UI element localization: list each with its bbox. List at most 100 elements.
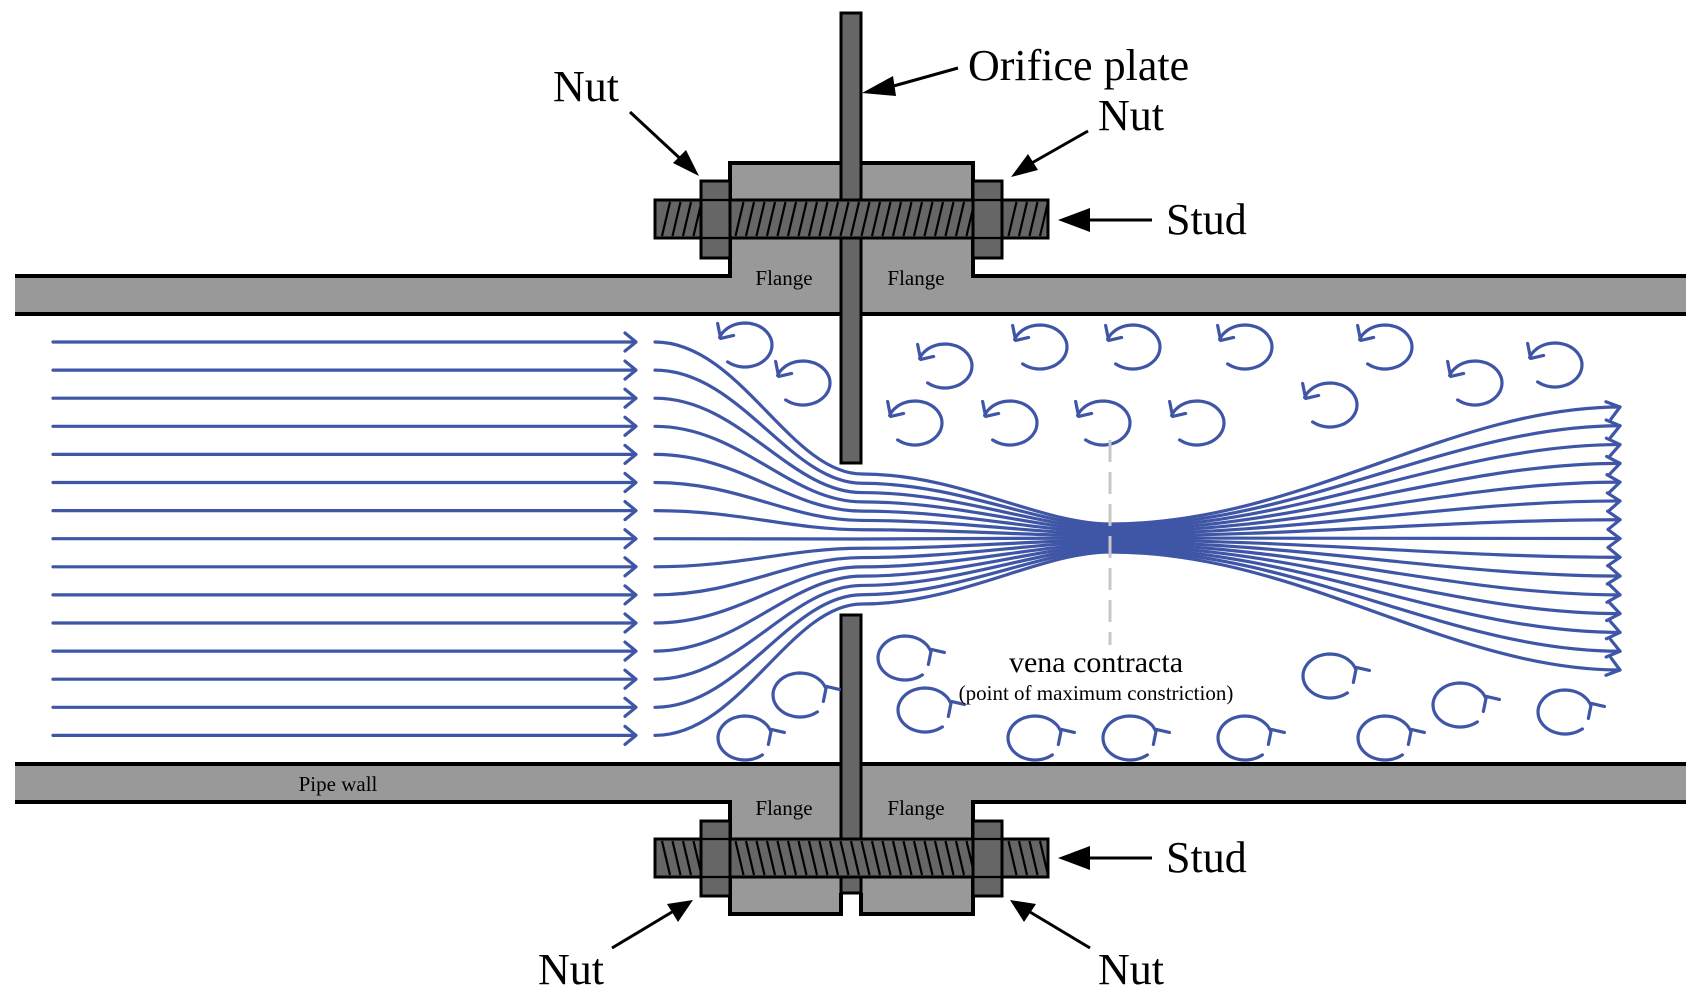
flange-label-top-left: Flange bbox=[755, 266, 812, 290]
thread-line bbox=[849, 840, 861, 876]
streamline-arrowhead bbox=[623, 359, 638, 381]
thread-line bbox=[786, 201, 798, 237]
downstream-streamline bbox=[653, 550, 1622, 737]
streamline-arrowhead bbox=[623, 584, 638, 606]
nut-top-left-arrowhead bbox=[673, 150, 699, 176]
streamline-arrowhead bbox=[623, 387, 638, 409]
nut-top-right bbox=[971, 179, 1004, 260]
stud-top-arrowhead bbox=[1058, 208, 1090, 232]
downstream-streamline bbox=[653, 480, 1622, 536]
thread-line bbox=[1017, 201, 1029, 237]
flange-label-bottom-right: Flange bbox=[887, 796, 944, 820]
thread-line bbox=[744, 201, 756, 237]
thread-line bbox=[797, 840, 808, 876]
streamline-arrowhead bbox=[1606, 509, 1622, 531]
flange-label-bottom-left: Flange bbox=[755, 796, 812, 820]
streamline-arrowhead bbox=[1604, 418, 1622, 440]
vena-contracta-label: vena contracta bbox=[1009, 646, 1183, 679]
thread-line bbox=[671, 201, 682, 237]
streamline-arrowhead bbox=[1605, 473, 1622, 495]
thread-line bbox=[671, 840, 682, 876]
downstream-streamline bbox=[653, 340, 1622, 526]
eddy-counter-clockwise bbox=[1536, 688, 1606, 736]
thread-line bbox=[755, 201, 766, 237]
nut-bottom-left-leader bbox=[611, 910, 673, 950]
nut-label-bottom-right: Nut bbox=[1098, 945, 1164, 994]
eddy-clockwise bbox=[1446, 359, 1504, 407]
thread-line bbox=[1007, 201, 1018, 237]
thread-line bbox=[818, 840, 829, 876]
flow-streamlines bbox=[51, 331, 1622, 747]
streamline-arrowhead bbox=[1604, 619, 1622, 641]
downstream-streamline bbox=[653, 509, 1622, 538]
orifice-plate-label: Orifice plate bbox=[968, 41, 1189, 90]
nut-bottom-right-arrowhead bbox=[1010, 900, 1036, 922]
bottom-stud-threads bbox=[660, 840, 1050, 876]
downstream-streamline bbox=[653, 538, 1622, 569]
streamline-arrowhead bbox=[1605, 582, 1622, 604]
eddy-clockwise bbox=[1074, 399, 1132, 447]
streamline-arrowhead bbox=[623, 668, 638, 690]
thread-line bbox=[902, 840, 913, 876]
eddy-counter-clockwise bbox=[1431, 681, 1501, 729]
eddy-clockwise bbox=[1356, 323, 1414, 371]
eddies bbox=[716, 321, 1606, 762]
thread-line bbox=[1007, 840, 1018, 876]
eddy-counter-clockwise bbox=[1356, 714, 1426, 762]
thread-line bbox=[797, 201, 808, 237]
bottom-pipe-outline bbox=[15, 762, 1686, 916]
streamline-arrowhead bbox=[1604, 436, 1622, 458]
thread-line bbox=[818, 201, 829, 237]
eddy-clockwise bbox=[716, 321, 774, 369]
thread-line bbox=[660, 840, 672, 876]
thread-line bbox=[860, 840, 871, 876]
thread-line bbox=[870, 840, 882, 876]
streamline-arrowhead bbox=[1606, 527, 1622, 550]
streamline-arrowhead bbox=[623, 640, 638, 662]
eddy-counter-clockwise bbox=[1216, 714, 1286, 762]
thread-line bbox=[923, 201, 934, 237]
downstream-streamline bbox=[653, 540, 1622, 597]
thread-line bbox=[828, 201, 840, 237]
streamline-arrowhead bbox=[623, 528, 638, 550]
nut-bottom-left bbox=[699, 819, 732, 898]
thread-line bbox=[912, 201, 924, 237]
flange-label-top-right: Flange bbox=[887, 266, 944, 290]
bottom-pipe-wall-right bbox=[973, 764, 1686, 802]
thread-line bbox=[681, 840, 693, 876]
eddy-clockwise bbox=[1011, 323, 1069, 371]
nut-bottom-right-leader bbox=[1029, 910, 1091, 950]
eddy-counter-clockwise bbox=[716, 714, 786, 762]
streamline-arrowhead bbox=[1606, 546, 1622, 568]
thread-line bbox=[744, 840, 756, 876]
streamline-arrowhead bbox=[1605, 491, 1622, 513]
thread-line bbox=[839, 840, 850, 876]
pipe-wall-label: Pipe wall bbox=[299, 772, 378, 796]
thread-line bbox=[807, 201, 819, 237]
stud-bottom-arrowhead bbox=[1058, 846, 1090, 870]
streamline-arrowhead bbox=[623, 443, 638, 465]
eddy-clockwise bbox=[1216, 323, 1274, 371]
thread-line bbox=[933, 201, 945, 237]
stud-label-top: Stud bbox=[1166, 195, 1247, 244]
streamline-arrowhead bbox=[1604, 637, 1622, 659]
thread-line bbox=[839, 201, 850, 237]
streamline-arrowhead bbox=[1604, 656, 1622, 677]
eddy-counter-clockwise bbox=[876, 634, 946, 682]
eddy-clockwise bbox=[1104, 323, 1162, 371]
thread-line bbox=[849, 201, 861, 237]
thread-line bbox=[954, 840, 966, 876]
eddy-clockwise bbox=[886, 399, 944, 447]
eddy-counter-clockwise bbox=[1006, 714, 1076, 762]
streamline-arrowhead bbox=[623, 331, 638, 353]
thread-line bbox=[786, 840, 798, 876]
eddy-clockwise bbox=[1301, 381, 1359, 429]
nut-bottom-right bbox=[971, 819, 1004, 898]
nut-top-right-arrowhead bbox=[1011, 154, 1038, 177]
thread-line bbox=[1028, 201, 1039, 237]
downstream-streamline bbox=[653, 546, 1622, 681]
eddy-clockwise bbox=[981, 399, 1039, 447]
thread-line bbox=[944, 840, 955, 876]
thread-line bbox=[1038, 201, 1050, 237]
downstream-streamline bbox=[653, 536, 1622, 541]
